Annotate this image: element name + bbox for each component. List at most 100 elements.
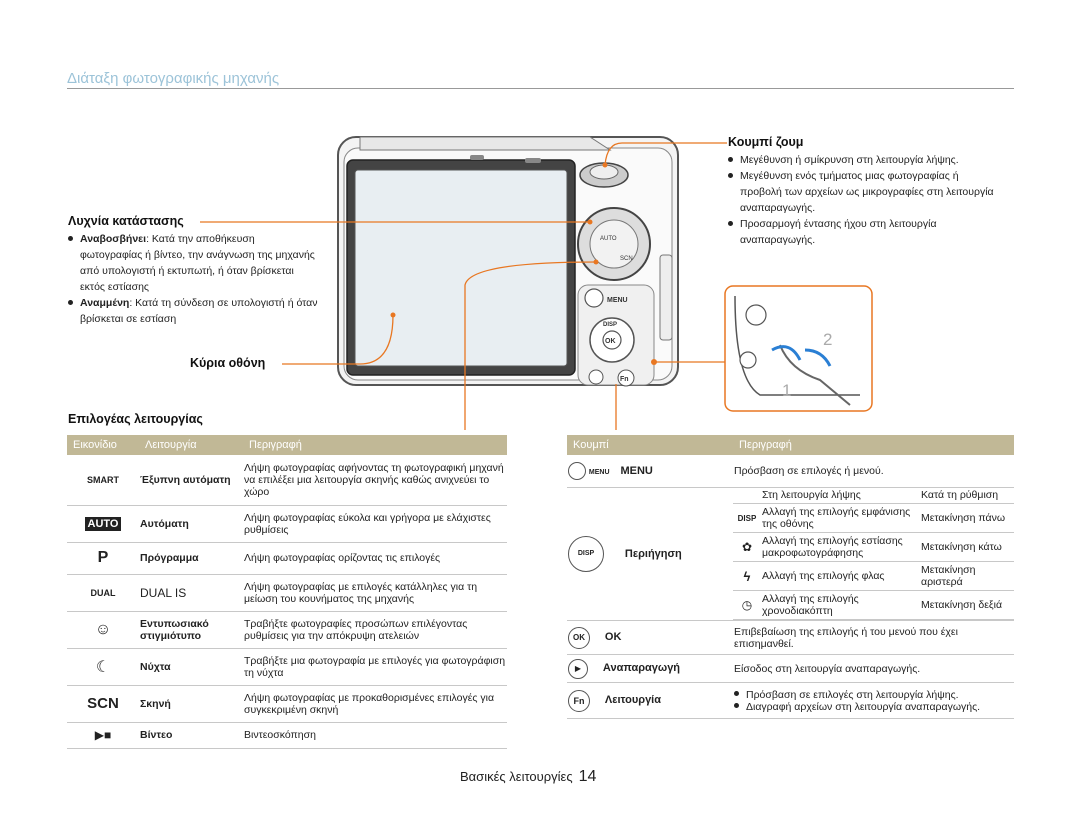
nav-button-icon: DISP <box>568 535 604 572</box>
mode-name: Αυτόματη <box>139 505 243 543</box>
fn-button-icon: Fn <box>568 689 590 712</box>
mode-table-header: Εικονίδιο Λειτουργία Περιγραφή <box>67 435 507 455</box>
auto-icon: AUTO <box>67 505 139 543</box>
timer-icon: ◷ <box>733 590 761 620</box>
zoom-bullet: Μεγέθυνση ή σμίκρυνση στη λειτουργία λήψ… <box>728 152 1003 168</box>
table-row: ☾ Νύχτα Τραβήξτε μια φωτογραφία με επιλο… <box>67 648 507 686</box>
table-row: ☺ Εντυπωσιακό στιγμιότυπο Τραβήξτε φωτογ… <box>67 611 507 649</box>
macro-icon: ✿ <box>733 532 761 562</box>
strap-step-2: 2 <box>823 330 832 349</box>
header-mode: Λειτουργία <box>145 439 197 451</box>
table-row: OK OK Επιβεβαίωση της επιλογής ή του μεν… <box>567 620 1014 655</box>
button-table: Κουμπί Περιγραφή MENU MENU Πρόσβαση σε ε… <box>567 435 1014 719</box>
mode-table: Εικονίδιο Λειτουργία Περιγραφή SMART Έξυ… <box>67 435 507 749</box>
page-title: Διάταξη φωτογραφικής μηχανής <box>67 70 280 87</box>
playback-button-cell: ▶ Αναπαραγωγή <box>567 654 733 683</box>
fn-bullet: Πρόσβαση σε επιλογές στη λειτουργία λήψη… <box>734 689 1013 701</box>
svg-text:Fn: Fn <box>620 376 629 383</box>
disp-icon: DISP <box>733 503 761 533</box>
svg-text:DISP: DISP <box>603 322 617 328</box>
mode-name: Πρόγραμμα <box>139 542 243 575</box>
table-row: AUTO Αυτόματη Λήψη φωτογραφίας εύκολα κα… <box>67 505 507 543</box>
fn-button-cell: Fn Λειτουργία <box>567 682 733 719</box>
mode-description: Τραβήξτε φωτογραφίες προσώπων επιλέγοντα… <box>243 611 507 649</box>
mode-name: DUAL IS <box>139 574 243 612</box>
button-table-header: Κουμπί Περιγραφή <box>567 435 1014 455</box>
status-lamp-bullet: Αναμμένη: Κατά τη σύνδεση σε υπολογιστή … <box>68 295 318 327</box>
zoom-bullets: Μεγέθυνση ή σμίκρυνση στη λειτουργία λήψ… <box>728 152 1003 248</box>
header-icon: Εικονίδιο <box>73 439 117 451</box>
mode-description: Τραβήξτε μια φωτογραφία με επιλογές για … <box>243 648 507 686</box>
strap-inset: 2 1 <box>724 285 873 412</box>
section-name: Βασικές λειτουργίες <box>460 769 573 784</box>
mode-name: Εντυπωσιακό στιγμιότυπο <box>139 611 243 649</box>
mode-description: Λήψη φωτογραφίας αφήνοντας τη φωτογραφικ… <box>243 455 507 506</box>
table-row: Fn Λειτουργία Πρόσβαση σε επιλογές στη λ… <box>567 682 1014 719</box>
mode-description: Λήψη φωτογραφίας με προκαθορισμένες επιλ… <box>243 685 507 723</box>
table-row: ▶■ Βίντεο Βιντεοσκόπηση <box>67 722 507 749</box>
nav-button-cell: DISP Περιήγηση <box>567 487 733 621</box>
mode-description: Λήψη φωτογραφίας ορίζοντας τις επιλογές <box>243 542 507 575</box>
menu-button-cell: MENU MENU <box>567 455 733 488</box>
svg-text:OK: OK <box>605 338 616 345</box>
title-divider <box>67 88 1014 89</box>
mode-name: Σκηνή <box>139 685 243 723</box>
nav-subtable: Στη λειτουργία λήψης Κατά τη ρύθμιση DIS… <box>733 487 1014 620</box>
header-description: Περιγραφή <box>249 439 302 451</box>
zoom-bullet: Μεγέθυνση ενός τμήματος μιας φωτογραφίας… <box>728 168 1003 216</box>
table-row: ▶ Αναπαραγωγή Είσοδος στη λειτουργία ανα… <box>567 654 1014 683</box>
nav-subheader: Στη λειτουργία λήψης Κατά τη ρύθμιση <box>733 487 1014 504</box>
playback-button-icon: ▶ <box>568 658 588 679</box>
zoom-bullet: Προσαρμογή έντασης ήχου στη λειτουργία α… <box>728 216 1003 248</box>
strap-step-1: 1 <box>782 381 791 400</box>
camera-diagram: AUTO SCN MENU OK DISP Fn 2 1 <box>200 136 873 430</box>
mode-dial-heading: Επιλογέας λειτουργίας <box>68 412 203 426</box>
camera-body: AUTO SCN MENU OK DISP Fn <box>337 136 679 387</box>
ok-button-icon: OK <box>568 626 590 649</box>
header-button: Κουμπί <box>573 439 609 451</box>
leader-lines <box>200 142 727 430</box>
svg-text:MENU: MENU <box>607 297 628 304</box>
main-screen-label: Κύρια οθόνη <box>190 356 266 370</box>
status-lamp-heading: Λυχνία κατάστασης <box>68 214 184 228</box>
mode-description: Λήψη φωτογραφίας με επιλογές κατάλληλες … <box>243 574 507 612</box>
mode-name: Βίντεο <box>139 722 243 749</box>
nav-row: ◷ Αλλαγή της επιλογής χρονοδιακόπτη Μετα… <box>733 590 1014 620</box>
movie-icon: ▶■ <box>67 722 139 749</box>
table-row: DUAL DUAL IS Λήψη φωτογραφίας με επιλογέ… <box>67 574 507 612</box>
mode-description: Βιντεοσκόπηση <box>243 722 507 749</box>
table-row: SCN Σκηνή Λήψη φωτογραφίας με προκαθορισ… <box>67 685 507 723</box>
status-lamp-bullets: Αναβοσβήνει: Κατά την αποθήκευση φωτογρα… <box>68 231 318 327</box>
page-footer: Βασικές λειτουργίες 14 <box>460 768 596 786</box>
flash-icon: ϟ <box>733 561 761 591</box>
button-description: Επιβεβαίωση της επιλογής ή του μενού που… <box>733 620 1014 655</box>
table-row: DISP Περιήγηση Στη λειτουργία λήψης Κατά… <box>567 487 1014 621</box>
table-row: P Πρόγραμμα Λήψη φωτογραφίας ορίζοντας τ… <box>67 542 507 575</box>
nav-row: ✿ Αλλαγή της επιλογής εστίασης μακροφωτο… <box>733 532 1014 562</box>
fn-bullet: Διαγραφή αρχείων στη λειτουργία αναπαραγ… <box>734 701 1013 713</box>
fn-bullets: Πρόσβαση σε επιλογές στη λειτουργία λήψη… <box>733 682 1014 719</box>
smart-auto-icon: SMART <box>67 455 139 506</box>
page-number: 14 <box>578 768 597 785</box>
ok-button-cell: OK OK <box>567 620 733 655</box>
svg-text:SCN: SCN <box>620 256 633 262</box>
dual-is-icon: DUAL <box>67 574 139 612</box>
night-icon: ☾ <box>67 648 139 686</box>
nav-row: ϟ Αλλαγή της επιλογής φλας Μετακίνηση αρ… <box>733 561 1014 591</box>
zoom-button-heading: Κουμπί ζουμ <box>728 135 804 149</box>
mode-description: Λήψη φωτογραφίας εύκολα και γρήγορα με ε… <box>243 505 507 543</box>
table-row: SMART Έξυπνη αυτόματη Λήψη φωτογραφίας α… <box>67 455 507 506</box>
button-description: Πρόσβαση σε επιλογές ή μενού. <box>733 455 1014 488</box>
menu-button-icon <box>568 461 586 480</box>
nav-row: DISP Αλλαγή της επιλογής εμφάνισης της ο… <box>733 503 1014 533</box>
header-description: Περιγραφή <box>739 439 792 451</box>
program-icon: P <box>67 542 139 575</box>
svg-text:AUTO: AUTO <box>600 236 617 242</box>
mode-name: Νύχτα <box>139 648 243 686</box>
button-description: Είσοδος στη λειτουργία αναπαραγωγής. <box>733 654 1014 683</box>
scene-icon: SCN <box>67 685 139 723</box>
mode-name: Έξυπνη αυτόματη <box>139 455 243 506</box>
beauty-shot-icon: ☺ <box>67 611 139 649</box>
status-lamp-bullet: Αναβοσβήνει: Κατά την αποθήκευση φωτογρα… <box>68 231 318 295</box>
table-row: MENU MENU Πρόσβαση σε επιλογές ή μενού. <box>567 455 1014 488</box>
